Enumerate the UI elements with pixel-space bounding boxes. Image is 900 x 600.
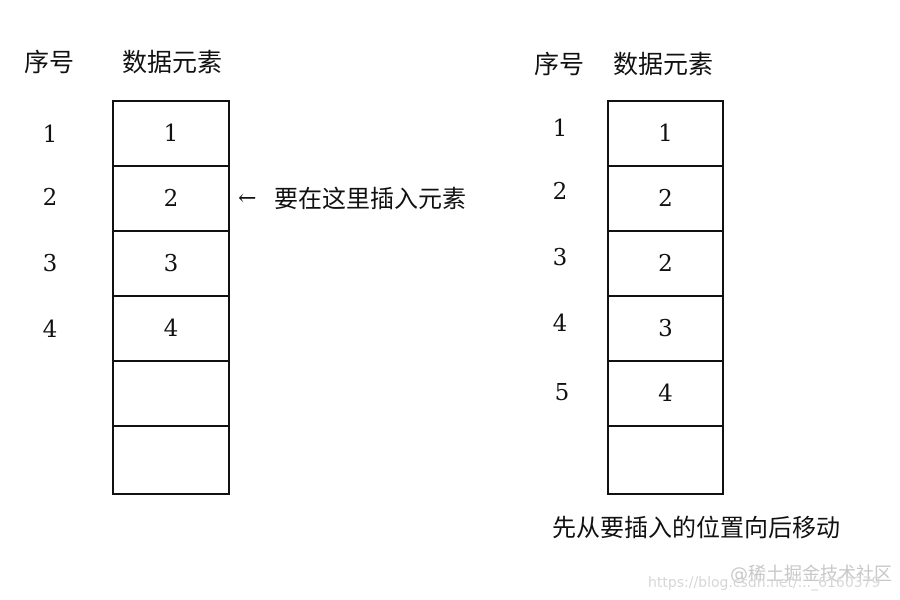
watermark-brand: @稀土掘金技术社区 bbox=[730, 564, 892, 585]
right-index-3: 3 bbox=[552, 245, 568, 271]
right-header-elements: 数据元素 bbox=[613, 50, 714, 79]
left-index-2: 2 bbox=[42, 185, 58, 211]
right-index-1: 1 bbox=[552, 116, 568, 142]
right-cell-2: 2 bbox=[609, 167, 722, 232]
right-caption: 先从要插入的位置向后移动 bbox=[552, 514, 840, 542]
left-header-index: 序号 bbox=[24, 48, 75, 77]
right-array: 1 2 2 3 4 bbox=[607, 100, 724, 495]
right-index-4: 4 bbox=[552, 311, 568, 337]
right-index-2: 2 bbox=[552, 179, 568, 205]
left-cell-1: 1 bbox=[114, 102, 228, 167]
left-index-1: 1 bbox=[42, 122, 58, 148]
right-cell-1: 1 bbox=[609, 102, 722, 167]
left-cell-4: 4 bbox=[114, 297, 228, 362]
left-array: 1 2 3 4 bbox=[112, 100, 230, 495]
left-cell-2: 2 bbox=[114, 167, 228, 232]
right-cell-5: 4 bbox=[609, 362, 722, 427]
left-cell-3: 3 bbox=[114, 232, 228, 297]
right-cell-3: 2 bbox=[609, 232, 722, 297]
left-index-3: 3 bbox=[42, 251, 58, 277]
left-index-4: 4 bbox=[42, 317, 58, 343]
right-cell-6 bbox=[609, 427, 722, 493]
left-insert-note: 要在这里插入元素 bbox=[274, 185, 466, 213]
left-header-elements: 数据元素 bbox=[122, 48, 223, 77]
right-index-5: 5 bbox=[554, 380, 570, 406]
left-cell-5 bbox=[114, 362, 228, 427]
watermark-url: https://blog.csdn.net/..._6160379 bbox=[648, 575, 881, 591]
right-cell-4: 3 bbox=[609, 297, 722, 362]
right-header-index: 序号 bbox=[534, 50, 585, 79]
left-arrow-icon: ← bbox=[238, 186, 257, 211]
left-cell-6 bbox=[114, 427, 228, 493]
